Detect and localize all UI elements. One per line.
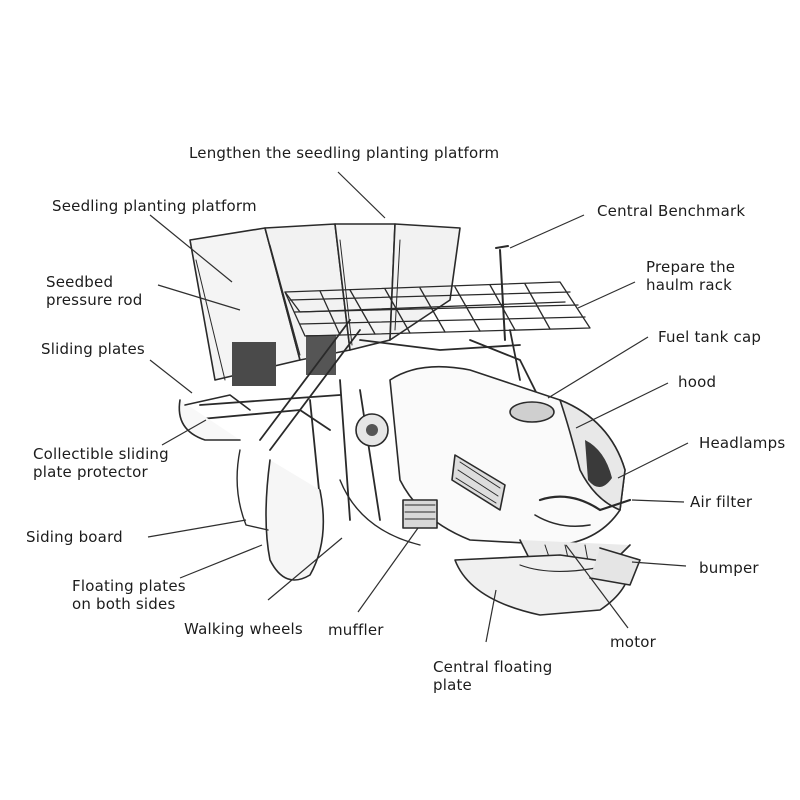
label-siding-board: Siding board [26,528,123,546]
leader-floating-sides [179,544,263,579]
label-collectible-line2: plate protector [33,463,148,481]
label-floating-sides-line2: on both sides [72,595,176,613]
leader-fuel-tank-cap [547,336,649,399]
label-seedbed-rod-line2: pressure rod [46,291,143,309]
floats [178,394,641,616]
leader-central-floating [485,589,497,643]
label-central-floating-line1: Central floating [433,658,553,676]
label-fuel-tank-cap: Fuel tank cap [658,328,762,346]
leader-walking-wheels [267,537,343,601]
leader-headlamps [617,442,689,479]
label-headlamps: Headlamps [699,434,786,452]
leader-motor [565,544,629,629]
leader-lines [147,171,689,643]
label-central-benchmark: Central Benchmark [597,202,746,220]
leader-air-filter [631,499,685,503]
label-hood: hood [678,373,717,391]
leader-collectible [161,419,207,446]
label-bumper: bumper [699,559,759,577]
leader-lengthen-platform [337,171,386,219]
label-lengthen-platform: Lengthen the seedling planting platform [189,144,500,162]
leader-muffler [357,527,419,613]
seedling-trays [189,223,461,386]
leader-central-benchmark [509,214,585,249]
label-haulm-rack-line1: Prepare the [646,258,736,276]
label-collectible-line1: Collectible sliding [33,445,169,463]
leader-hood [575,382,669,429]
leader-bumper [631,561,687,567]
label-walking-wheels: Walking wheels [184,620,303,638]
label-sliding-plates: Sliding plates [41,340,145,358]
engine-body [389,365,632,581]
leader-haulm-rack [577,281,636,309]
leader-seedling-platform [149,214,233,283]
leader-sliding-plates [149,359,193,394]
label-air-filter: Air filter [690,493,753,511]
label-seedbed-rod-line1: Seedbed [46,273,114,291]
leader-seedbed-rod [157,284,241,311]
label-floating-sides-line1: Floating plates [72,577,186,595]
haulm-rack [284,245,591,341]
label-muffler: muffler [328,621,384,639]
label-motor: motor [610,633,657,651]
label-seedling-platform: Seedling planting platform [52,197,257,215]
leader-siding-board [147,519,247,538]
label-central-floating-line2: plate [433,676,472,694]
label-haulm-rack-line2: haulm rack [646,276,733,294]
